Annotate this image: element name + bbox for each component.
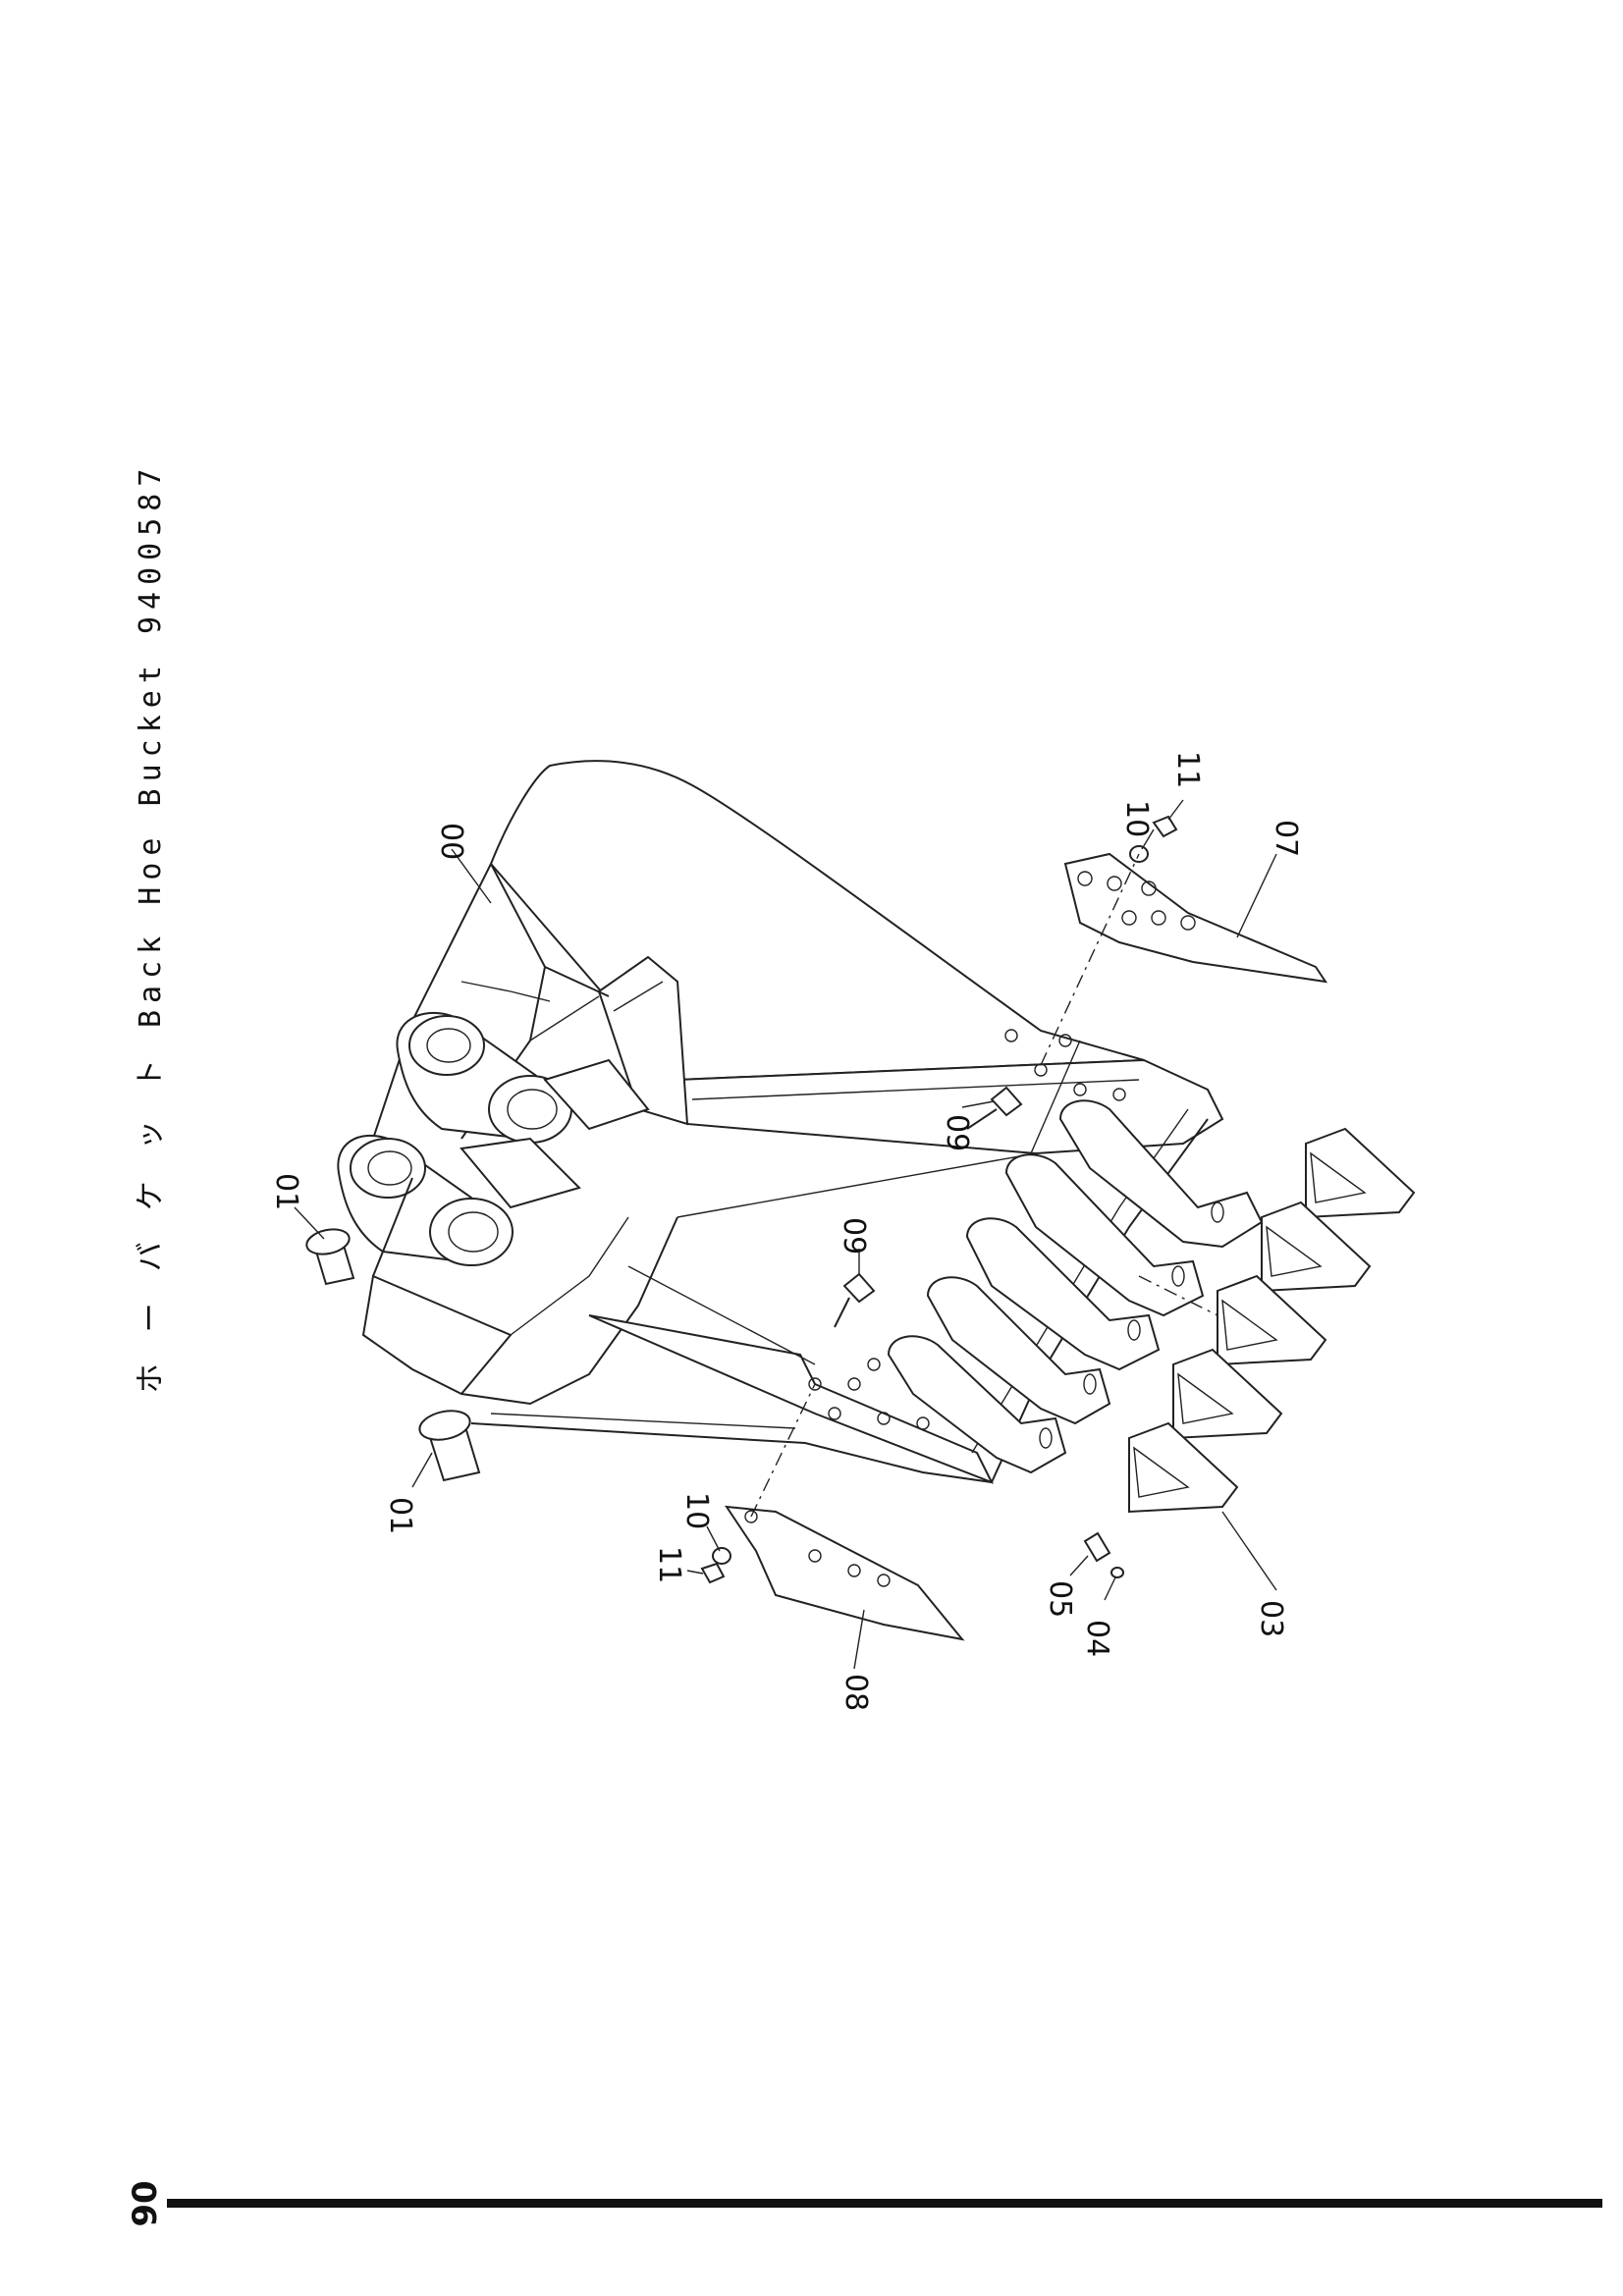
- callout-05: 05: [1043, 1580, 1077, 1618]
- tooth: [1217, 1274, 1327, 1366]
- bolt-09-right: [966, 1086, 1023, 1130]
- callout-labels: 00 01 01 09 09 10 11 07 10 11 08 05 04 0…: [269, 751, 1303, 1711]
- callout-04: 04: [1080, 1620, 1114, 1657]
- callout-00: 00: [434, 823, 468, 860]
- tooth-adapters: [887, 1099, 1264, 1474]
- callout-01-upper: 01: [269, 1173, 303, 1210]
- pin-lock-04: [1110, 1567, 1124, 1578]
- callout-09-left: 09: [837, 1217, 871, 1255]
- bucket-body: [337, 760, 1224, 1484]
- nut-11-left: [700, 1562, 726, 1584]
- bushing-01-lower: [418, 1410, 481, 1482]
- callout-08: 08: [839, 1674, 873, 1711]
- washer-10-left: [712, 1547, 731, 1565]
- footer-rule: [167, 2199, 1602, 2208]
- callout-07: 07: [1269, 820, 1303, 857]
- callout-03: 03: [1254, 1600, 1288, 1637]
- callout-01-lower: 01: [383, 1497, 417, 1534]
- tooth: [1128, 1421, 1239, 1514]
- side-shroud-07: [1063, 852, 1328, 984]
- callout-10-left: 10: [679, 1492, 714, 1529]
- bucket-teeth-03: [1128, 1127, 1416, 1514]
- bushing-01-upper: [305, 1228, 355, 1286]
- tooth: [1172, 1348, 1283, 1440]
- leader-lines: [294, 799, 1277, 1670]
- tooth-pin-05: [1083, 1531, 1111, 1563]
- tooth: [1261, 1201, 1372, 1293]
- callout-11-right: 11: [1170, 751, 1205, 788]
- callout-09-right: 09: [940, 1114, 974, 1151]
- nut-11-right: [1152, 815, 1178, 838]
- side-shroud-08: [724, 1505, 965, 1641]
- bolt-09-left: [834, 1272, 876, 1328]
- callout-10-right: 10: [1119, 800, 1154, 837]
- page-number: 90: [126, 2180, 165, 2227]
- callout-11-left: 11: [652, 1546, 686, 1583]
- tooth: [1305, 1127, 1416, 1219]
- assembly-centerlines: [750, 853, 1218, 1518]
